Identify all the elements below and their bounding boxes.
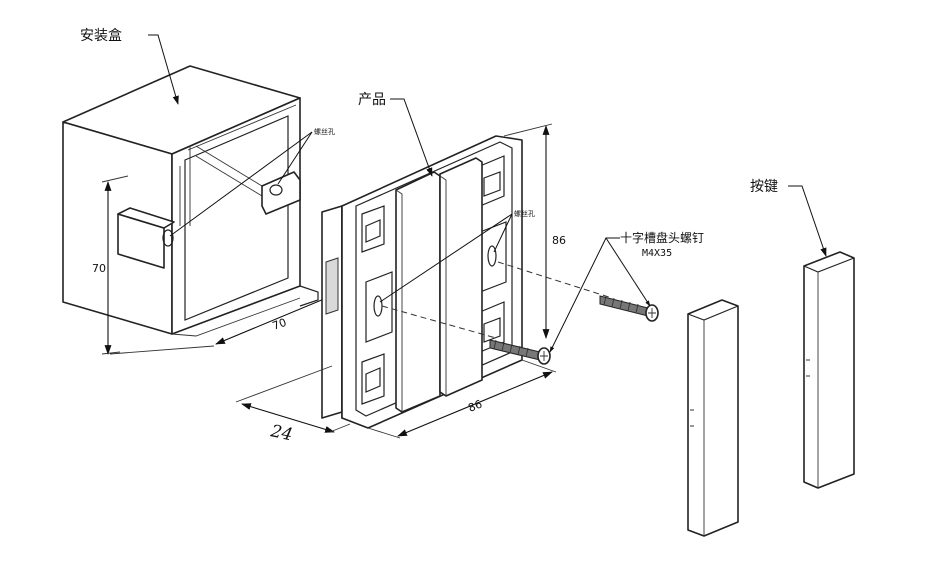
product-width-dimension: 86 xyxy=(367,359,557,439)
product-screw-hole-label: 螺丝孔 xyxy=(514,209,535,218)
screw-size-label: M4X35 xyxy=(642,248,672,259)
box-height-dimension: 70 xyxy=(92,175,129,355)
box-depth-value: 70 xyxy=(271,316,289,333)
keys-label: 按键 xyxy=(750,179,778,195)
product-depth-dimension: 24 xyxy=(235,365,351,445)
screw-upper xyxy=(599,295,659,322)
box-height-value: 70 xyxy=(92,262,106,275)
product-label: 产品 xyxy=(358,92,386,108)
install-box-label: 安装盒 xyxy=(80,27,122,44)
product-height-dimension: 86 xyxy=(503,123,566,339)
box-depth-dimension: 70 xyxy=(109,293,337,355)
key-cap-2 xyxy=(803,251,855,489)
product-height-value: 86 xyxy=(552,234,566,247)
screw-name-label: 十字槽盘头螺钉 xyxy=(620,230,704,245)
product-width-value: 86 xyxy=(466,397,484,414)
switch-product xyxy=(321,135,523,429)
screw-lower xyxy=(489,339,551,365)
product-depth-value: 24 xyxy=(268,421,294,445)
install-box xyxy=(62,65,319,337)
box-screw-hole-label: 螺丝孔 xyxy=(314,127,335,136)
key-cap-1 xyxy=(687,299,739,537)
